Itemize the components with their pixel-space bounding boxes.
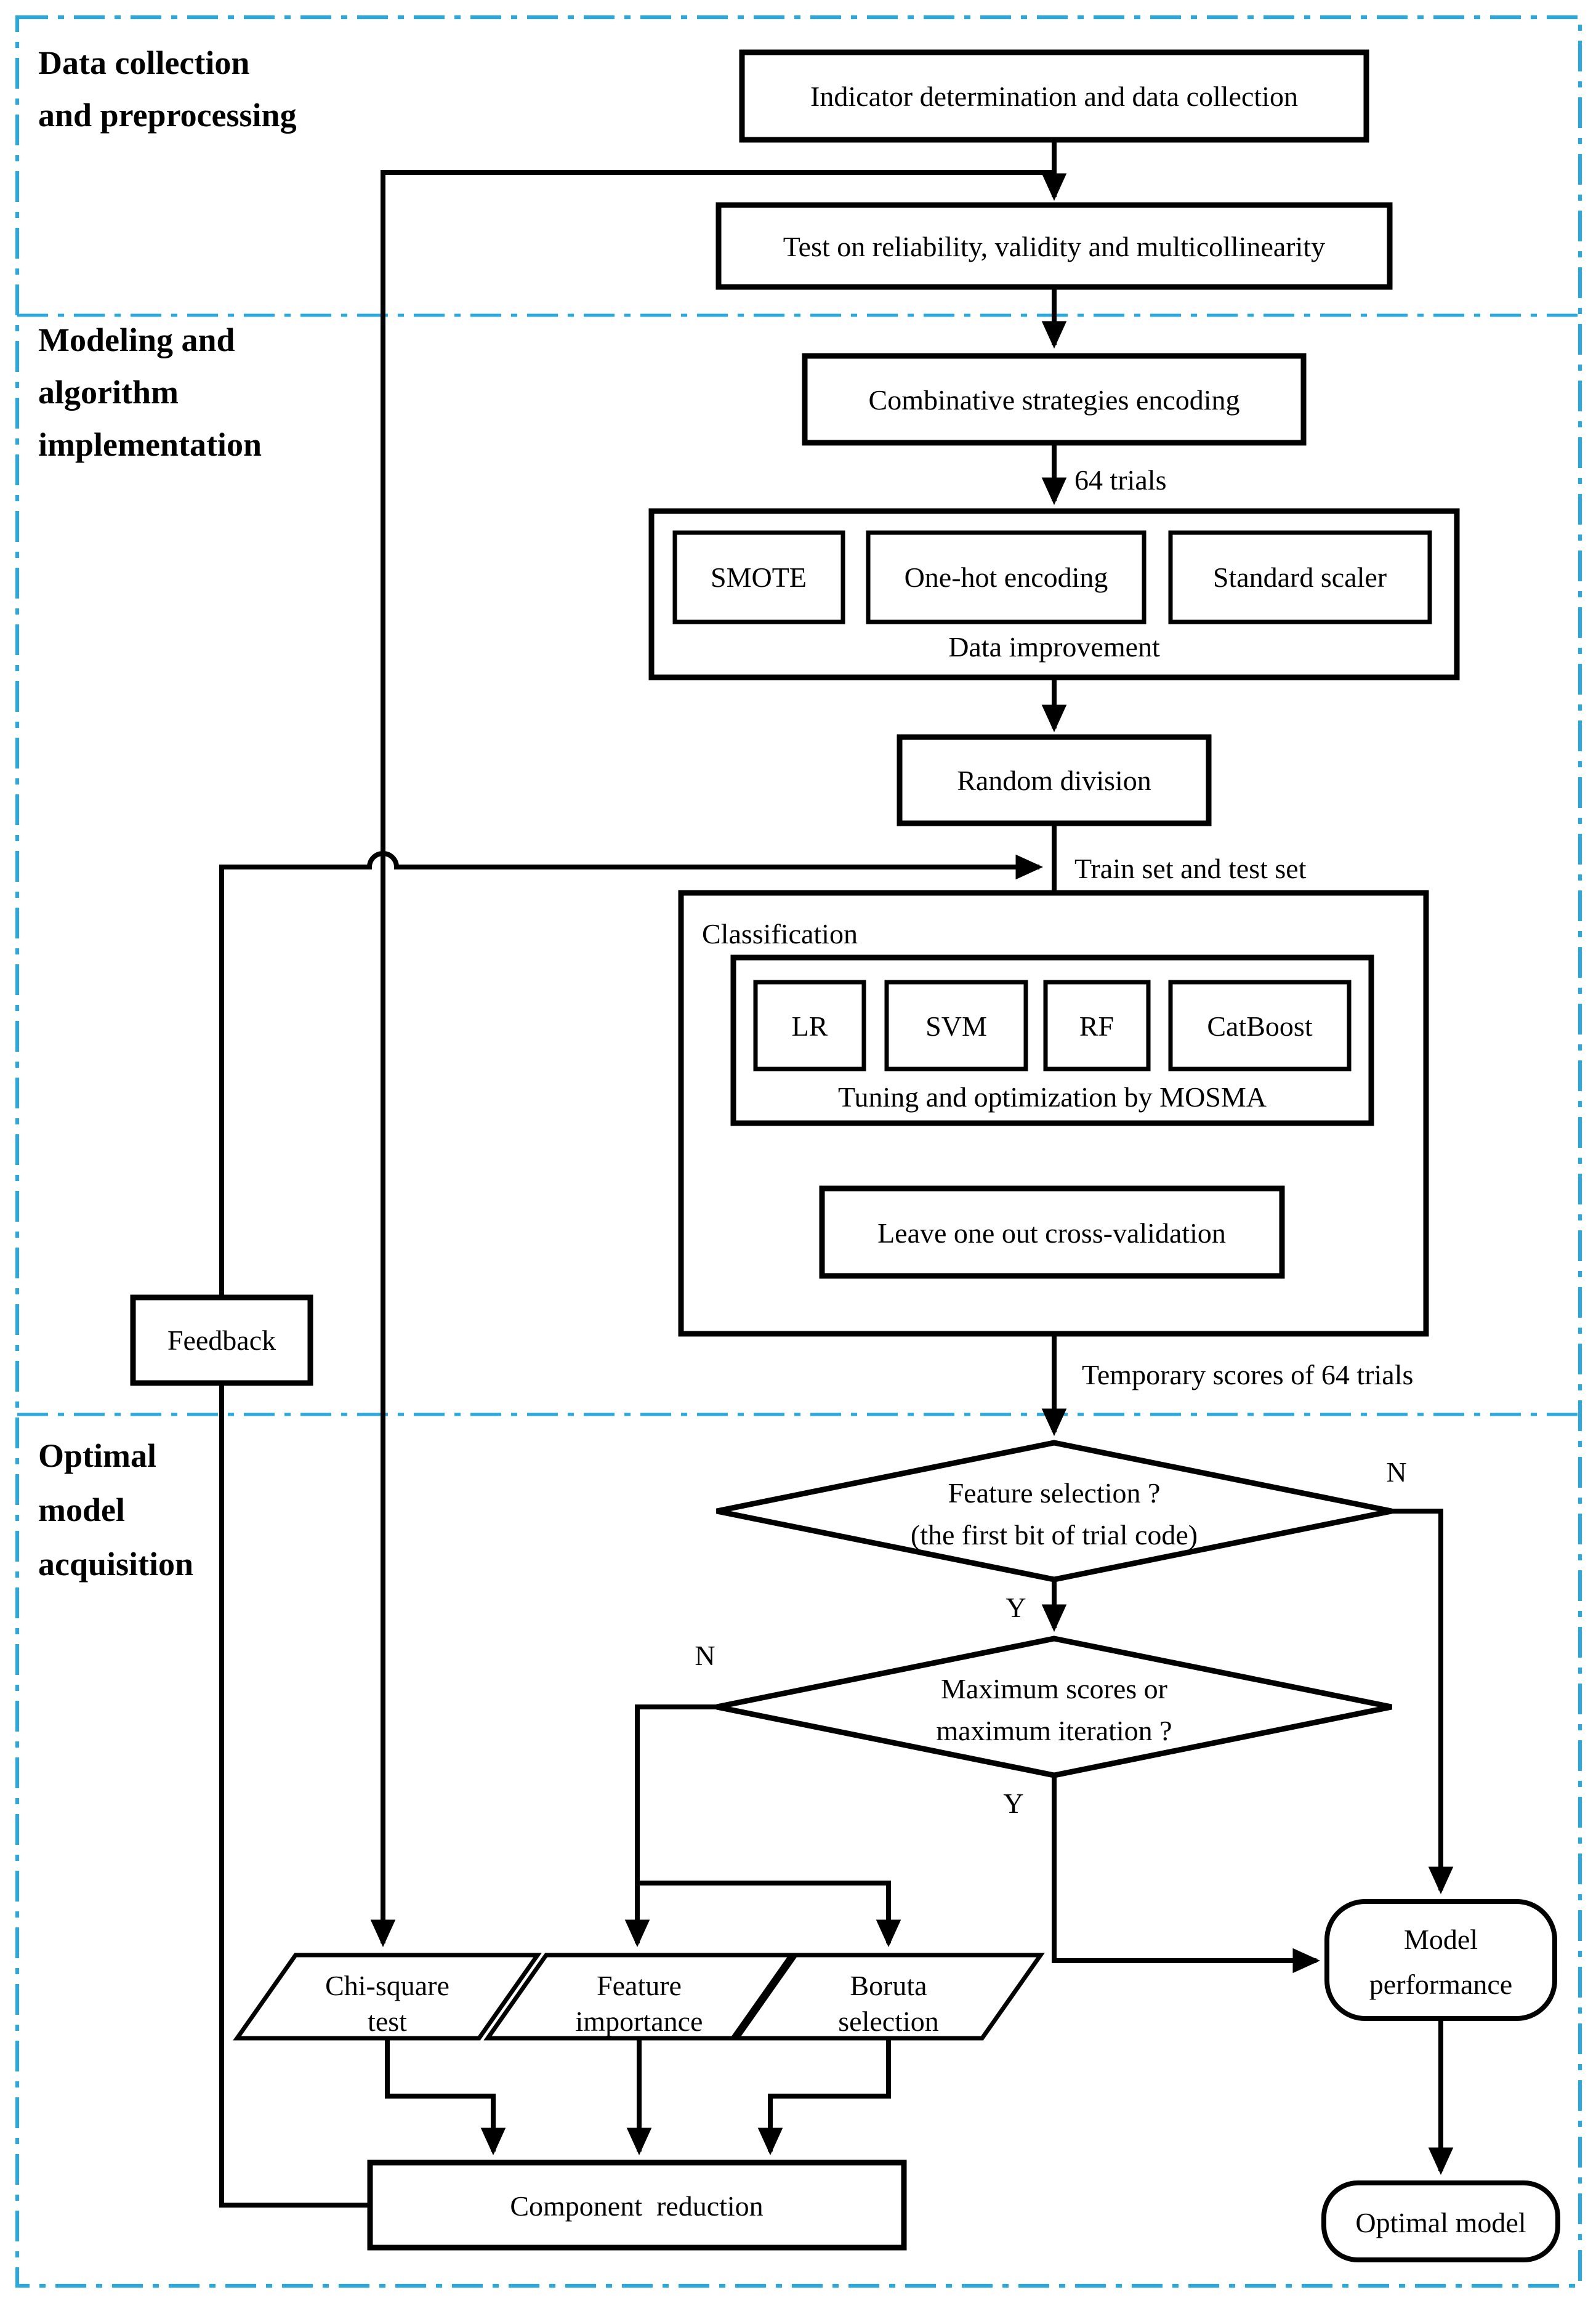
node-optimal-model-label: Optimal model — [1355, 2207, 1526, 2238]
section-label-line: Optimal — [38, 1437, 156, 1474]
node-feature-importance-line2: importance — [576, 2006, 703, 2037]
node-smote-box — [672, 530, 845, 624]
node-rf-box — [1043, 980, 1151, 1071]
section-label-line: algorithm — [38, 374, 179, 411]
section-label-line: Modeling and — [38, 321, 235, 358]
node-boruta-parallelogram — [733, 1953, 1045, 2041]
decision-max-scores-line2: maximum iteration ? — [936, 1715, 1172, 1746]
node-chi-square-parallelogram — [233, 1953, 542, 2041]
decision-feature-selection — [716, 1440, 1392, 1583]
node-model-performance-line1: Model — [1404, 1924, 1478, 1955]
edge-diamond1-no-to-performance — [1392, 1509, 1454, 1895]
node-rf-label: RF — [1079, 1010, 1114, 1042]
section-label-modeling: Modeling and algorithm implementation — [38, 321, 262, 463]
section-label-optimal: Optimal model acquisition — [38, 1437, 193, 1583]
edge-feedback-to-trainset — [219, 851, 1044, 1297]
container-classification-label: Classification — [702, 918, 858, 950]
node-catboost-box — [1168, 980, 1352, 1071]
section-label-line: implementation — [38, 426, 262, 463]
nodes: Indicator determination and data collect… — [130, 49, 1560, 2262]
node-onehot-label: One-hot encoding — [905, 562, 1108, 593]
node-indicator-label: Indicator determination and data collect… — [810, 81, 1298, 112]
edge-label-64-trials: 64 trials — [1074, 464, 1166, 496]
section-label-line: Data collection — [38, 44, 249, 81]
decision-feature-selection-line1: Feature selection ? — [948, 1477, 1161, 1509]
node-model-performance-box — [1324, 1899, 1557, 2021]
node-boruta-line2: selection — [838, 2006, 939, 2037]
edge-label-d1-no: N — [1386, 1456, 1406, 1488]
container-mosma-label: Tuning and optimization by MOSMA — [838, 1081, 1267, 1113]
node-svm-label: SVM — [925, 1010, 987, 1042]
edge-label-d1-yes: Y — [1006, 1592, 1026, 1623]
figure-border — [15, 15, 1582, 2288]
node-lr-label: LR — [792, 1010, 828, 1042]
section-label-line: acquisition — [38, 1546, 193, 1583]
edge-diamond2-no-to-feature-importance — [624, 1704, 717, 1948]
node-svm-box — [884, 980, 1028, 1071]
node-component-reduction-box — [367, 2160, 907, 2251]
node-model-performance-line2: performance — [1369, 1969, 1512, 2000]
node-feature-importance-parallelogram — [483, 1953, 796, 2041]
edge-diamond2-no-to-boruta — [637, 1881, 901, 1948]
edge-label-d2-yes: Y — [1003, 1788, 1023, 1819]
decision-max-scores-line1: Maximum scores or — [941, 1673, 1167, 1704]
node-random-division-box — [897, 734, 1212, 826]
decision-max-scores — [716, 1635, 1392, 1778]
node-onehot-box — [866, 530, 1147, 624]
node-scaler-box — [1168, 530, 1432, 624]
node-smote-label: SMOTE — [711, 562, 807, 593]
edge-label-train-test: Train set and test set — [1074, 853, 1307, 884]
edge-boruta-to-component — [757, 2038, 891, 2156]
edge-branch-to-chi-square — [370, 170, 1054, 1948]
node-lr-box — [753, 980, 866, 1071]
node-optimal-model-box — [1321, 2180, 1560, 2262]
node-boruta-line1: Boruta — [850, 1970, 927, 2001]
node-loocv-label: Leave one out cross-validation — [877, 1217, 1226, 1249]
node-feature-importance-line1: Feature — [597, 1970, 682, 2001]
section-label-line: model — [38, 1491, 125, 1528]
edge-diamond2-yes-to-performance — [1052, 1775, 1321, 1974]
section-label-data-collection: Data collection and preprocessing — [38, 44, 297, 134]
node-feedback-label: Feedback — [167, 1325, 276, 1356]
decision-feature-selection-line2: (the first bit of trial code) — [911, 1519, 1198, 1551]
node-scaler-label: Standard scaler — [1213, 562, 1387, 593]
node-reliability-test-label: Test on reliability, validity and multic… — [783, 231, 1325, 262]
section-label-line: and preprocessing — [38, 97, 297, 134]
node-component-reduction-label: Component reduction — [510, 2190, 763, 2222]
node-feedback-box — [130, 1294, 313, 1386]
node-loocv-box — [819, 1185, 1285, 1279]
node-combinative-label: Combinative strategies encoding — [869, 384, 1240, 416]
edges — [219, 140, 1454, 2208]
node-catboost-label: CatBoost — [1207, 1010, 1312, 1042]
node-random-division-label: Random division — [957, 765, 1151, 796]
edge-feedback-to-component — [219, 1383, 369, 2208]
node-chi-square-line1: Chi-square — [325, 1970, 449, 2001]
node-indicator-box — [739, 49, 1369, 143]
edge-labels: 64 trials Train set and test set Tempora… — [695, 464, 1413, 1819]
edge-label-temp-scores: Temporary scores of 64 trials — [1082, 1359, 1413, 1390]
node-chi-square-line2: test — [368, 2006, 407, 2037]
node-combinative-box — [802, 353, 1307, 446]
node-reliability-test-box — [715, 202, 1393, 290]
container-data-improvement-label: Data improvement — [948, 631, 1160, 663]
edge-label-d2-no: N — [695, 1640, 715, 1671]
edge-chi-to-component — [385, 2038, 506, 2156]
